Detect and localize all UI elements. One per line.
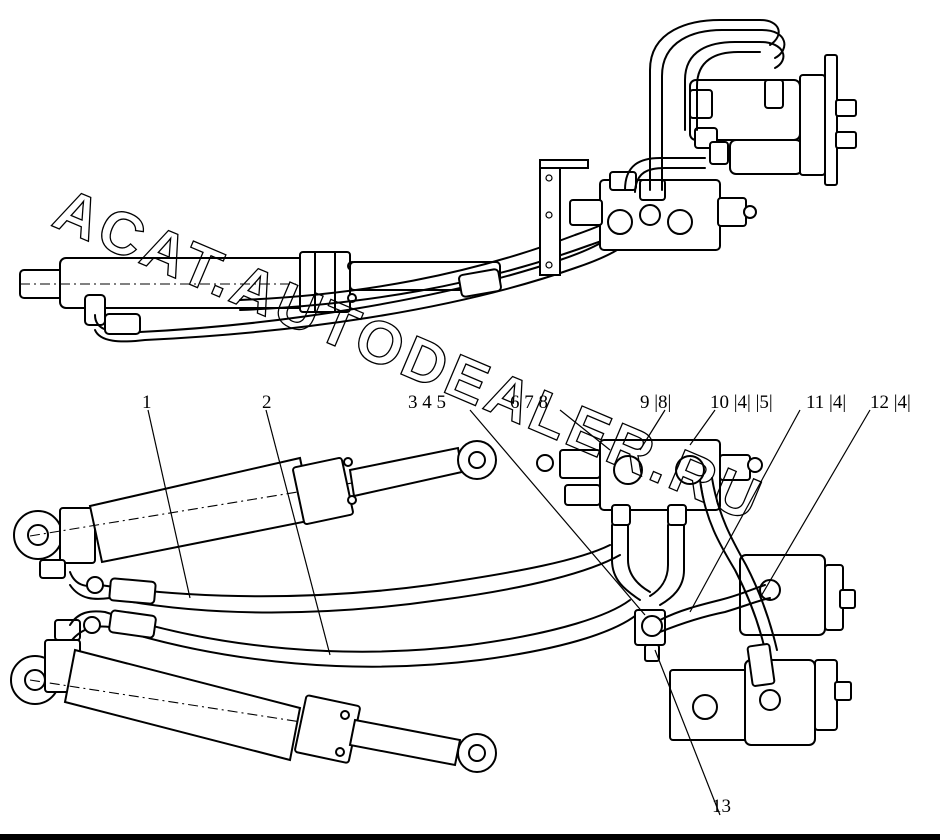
tee-pipes (611, 524, 685, 662)
callout-1: 1 (142, 392, 152, 413)
top-valve-block (539, 159, 757, 276)
bottom-border (0, 834, 940, 840)
bottom-valve-block (536, 439, 763, 526)
upper-cylinder (13, 440, 497, 579)
bottom-assembly (10, 409, 871, 816)
top-assembly (19, 19, 857, 343)
callout-12-4: 12 |4| (870, 392, 911, 413)
top-pump (689, 54, 857, 186)
callout-13: 13 (712, 796, 731, 817)
callout-2: 2 (262, 392, 272, 413)
callout-6-7-8: 6 7 8 (510, 392, 548, 413)
callout-9-8: 9 |8| (640, 392, 671, 413)
top-cylinder (19, 251, 501, 326)
lower-cylinder (10, 619, 497, 773)
leader-lines (147, 409, 871, 816)
callout-10-4-5: 10 |4| |5| (710, 392, 773, 413)
bottom-hoses (69, 544, 641, 668)
callout-3-4-5: 3 4 5 (408, 392, 446, 413)
top-pump-pipes (624, 19, 786, 193)
callout-11-4: 11 |4| (806, 392, 846, 413)
pump-lines (659, 477, 778, 687)
